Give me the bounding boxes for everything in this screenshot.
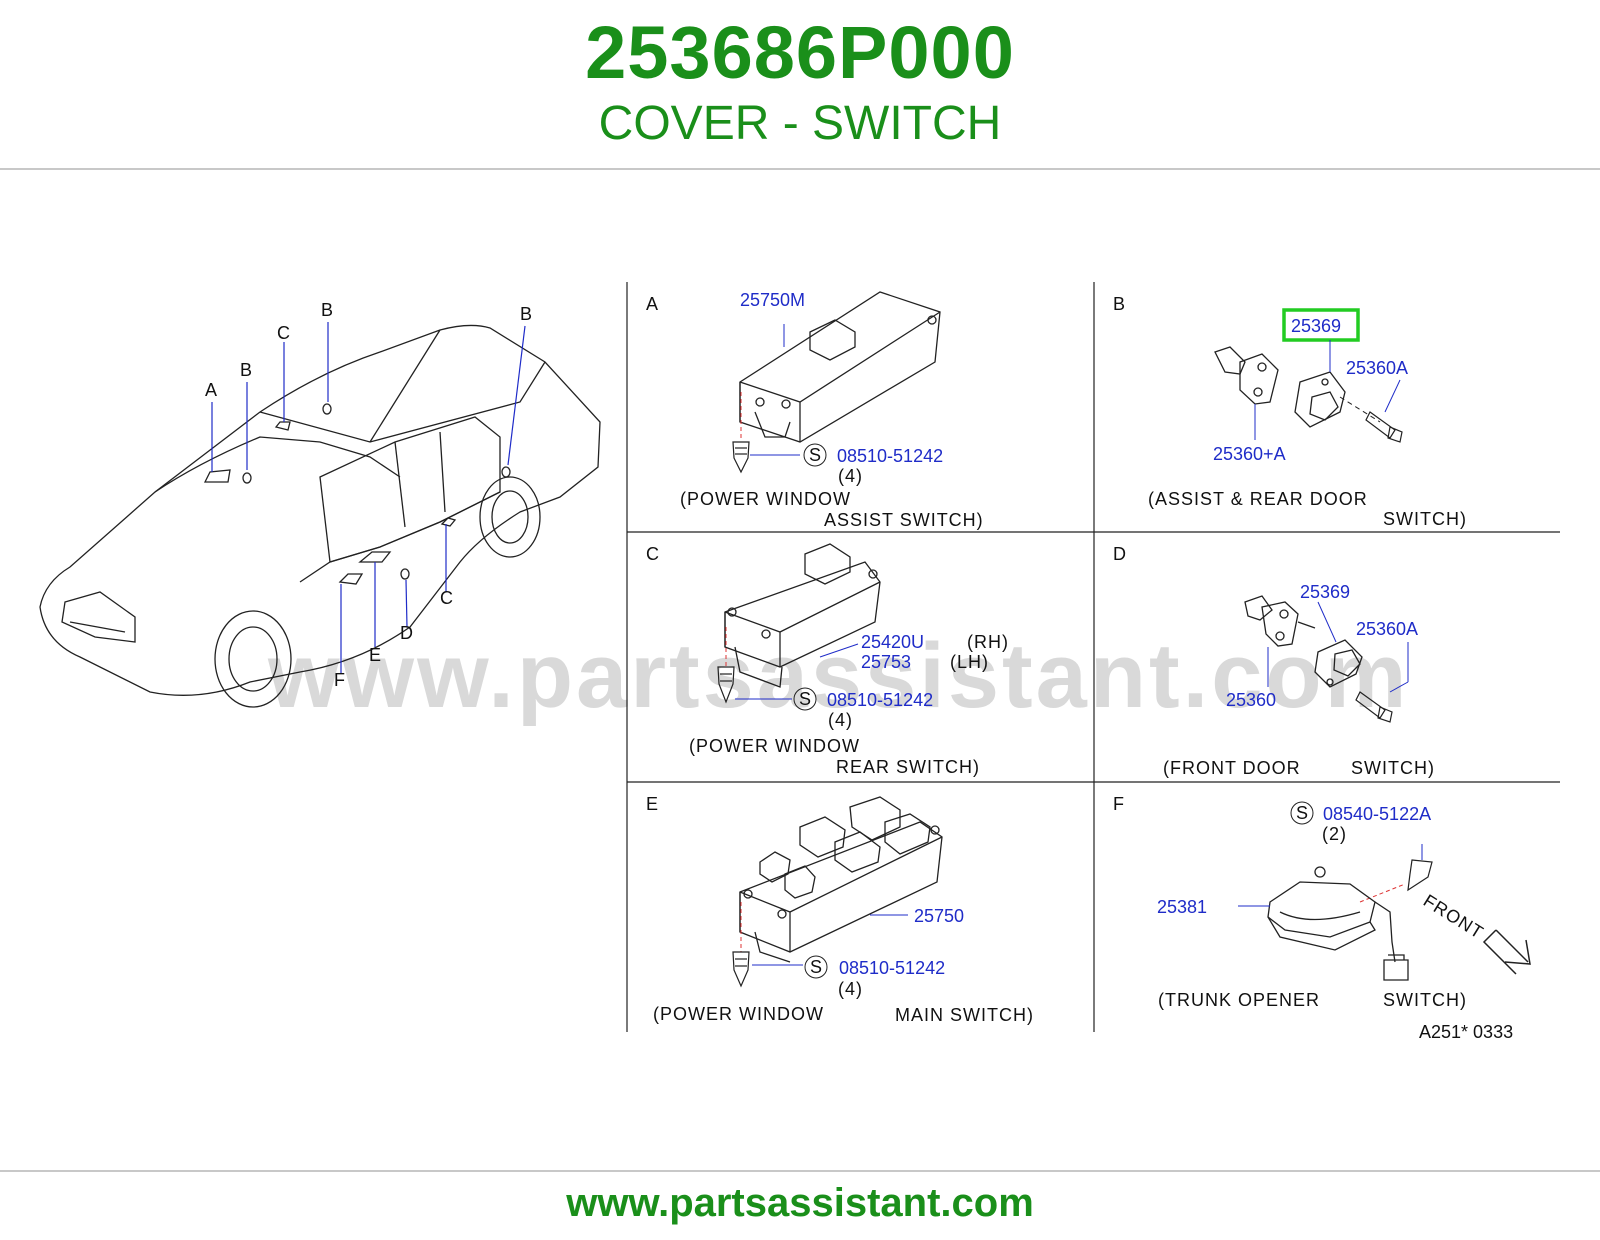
- car-callout-leaders: [211, 322, 526, 674]
- part-25369-highlighted[interactable]: 25369: [1291, 316, 1341, 336]
- panel-a: A S 25750M 08510-51242 (4) (POWER WINDOW…: [646, 290, 984, 530]
- caption-line-2: REAR SWITCH): [836, 757, 980, 777]
- leader: [1317, 601, 1337, 643]
- panel-d-letter: D: [1113, 544, 1127, 564]
- part-25360a[interactable]: 25360A: [1346, 358, 1408, 378]
- diagram-reference: A251* 0333: [1419, 1022, 1513, 1042]
- car-callout-b: B: [321, 300, 334, 320]
- front-label: FRONT: [1420, 890, 1487, 942]
- panel-grid: [626, 282, 1560, 1032]
- watermark: www.partsassistant.com: [267, 625, 1409, 727]
- caption-line-2: SWITCH): [1351, 758, 1435, 778]
- part-25750m[interactable]: 25750M: [740, 290, 805, 310]
- part-25753[interactable]: 25753: [861, 652, 911, 672]
- front-arrow-icon: [1482, 929, 1531, 975]
- caption-line-1: (POWER WINDOW: [680, 489, 851, 509]
- s-symbol: S: [1296, 803, 1309, 823]
- car-illustration: [39, 324, 601, 708]
- rear-switch-drawing: [724, 543, 881, 688]
- caption-line-1: (FRONT DOOR: [1163, 758, 1301, 778]
- s-symbol: S: [809, 445, 822, 465]
- panel-d: D 25369 25360A 25360 (FRONT DOOR SWITCH): [1113, 544, 1435, 778]
- s-symbol: S: [810, 957, 823, 977]
- main-switch-drawing: [739, 796, 943, 963]
- car-callout-d: D: [400, 623, 414, 643]
- screw-qty: (4): [828, 710, 853, 730]
- guide: [1339, 396, 1381, 423]
- caption-line-2: SWITCH): [1383, 509, 1467, 529]
- screw-qty: (4): [838, 466, 863, 486]
- part-08510-51242[interactable]: 08510-51242: [827, 690, 933, 710]
- caption-line-2: SWITCH): [1383, 990, 1467, 1010]
- header-divider: [0, 168, 1600, 170]
- caption-line-1: (POWER WINDOW: [653, 1004, 824, 1024]
- panel-c-letter: C: [646, 544, 660, 564]
- screw-guide: [1359, 883, 1406, 903]
- caption-line-1: (POWER WINDOW: [689, 736, 860, 756]
- diagram-svg: www.partsassistant.com: [39, 282, 1560, 1042]
- s-symbol: S: [799, 689, 812, 709]
- bolt-icon: [1365, 411, 1403, 443]
- part-25750[interactable]: 25750: [914, 906, 964, 926]
- part-08540-5122a[interactable]: 08540-5122A: [1323, 804, 1431, 824]
- part-08510-51242[interactable]: 08510-51242: [839, 958, 945, 978]
- screw-icon: [732, 951, 750, 988]
- part-25369[interactable]: 25369: [1300, 582, 1350, 602]
- bolt-icon: [1355, 691, 1393, 723]
- front-door-switch-drawing: [1244, 595, 1363, 688]
- part-25360a[interactable]: 25360A: [1356, 619, 1418, 639]
- parts-diagram: www.partsassistant.com: [0, 262, 1600, 1082]
- leader: [1389, 681, 1409, 693]
- part-number: 253686P000: [585, 11, 1015, 94]
- side-lh: (LH): [950, 652, 989, 672]
- trunk-opener-switch-drawing: [1267, 866, 1409, 981]
- s-symbol-icon: [803, 443, 827, 467]
- footer-divider: [0, 1170, 1600, 1172]
- screw-icon: [732, 441, 750, 474]
- car-callout-e: E: [369, 645, 382, 665]
- panel-b: B 25369 25360A 25360+A (ASSIST & REAR DO…: [1113, 294, 1467, 529]
- s-symbol-icon: [804, 955, 828, 979]
- car-callout-b: B: [520, 304, 533, 324]
- car-callout-b: B: [240, 360, 253, 380]
- panel-a-letter: A: [646, 294, 659, 314]
- door-switch-drawing: [1214, 346, 1346, 428]
- car-callout-f: F: [334, 670, 346, 690]
- caption-line-1: (ASSIST & REAR DOOR: [1148, 489, 1368, 509]
- panel-b-letter: B: [1113, 294, 1126, 314]
- leader: [1384, 379, 1401, 413]
- highlight-box: [1282, 308, 1360, 342]
- car-callout-a: A: [205, 380, 218, 400]
- screw-icon: [717, 666, 735, 704]
- panel-e-letter: E: [646, 794, 659, 814]
- panel-e: E S 25750 08510-51242 (4) (POWER WINDOW: [646, 794, 1034, 1025]
- part-08510-51242[interactable]: 08510-51242: [837, 446, 943, 466]
- caption-line-1: (TRUNK OPENER: [1158, 990, 1320, 1010]
- caption-line-2: ASSIST SWITCH): [824, 510, 984, 530]
- panel-f: F S 08540-5122A (2) 25381 FRONT (TRUNK O…: [1113, 794, 1531, 1042]
- panel-c: C S 25420U (RH) 25753 (LH) 08510-51242 (…: [646, 543, 1009, 777]
- part-25381[interactable]: 25381: [1157, 897, 1207, 917]
- part-name: COVER - SWITCH: [598, 97, 1002, 150]
- part-25360-plus-a[interactable]: 25360+A: [1213, 444, 1286, 464]
- caption-line-2: MAIN SWITCH): [895, 1005, 1034, 1025]
- screw-qty: (4): [838, 979, 863, 999]
- s-symbol-icon: [793, 687, 817, 711]
- panel-f-letter: F: [1113, 794, 1125, 814]
- side-rh: (RH): [967, 632, 1009, 652]
- part-25420u[interactable]: 25420U: [861, 632, 924, 652]
- car-callout-c: C: [277, 323, 291, 343]
- part-25360[interactable]: 25360: [1226, 690, 1276, 710]
- screw-icon: [1407, 859, 1433, 892]
- header: 253686P000 COVER - SWITCH: [0, 0, 1600, 168]
- screw-qty: (2): [1322, 824, 1347, 844]
- leader: [819, 643, 859, 658]
- assist-switch-drawing: [739, 291, 941, 443]
- car-callout-c: C: [440, 588, 454, 608]
- footer-url[interactable]: www.partsassistant.com: [566, 1181, 1034, 1225]
- s-symbol-icon: [1290, 801, 1314, 825]
